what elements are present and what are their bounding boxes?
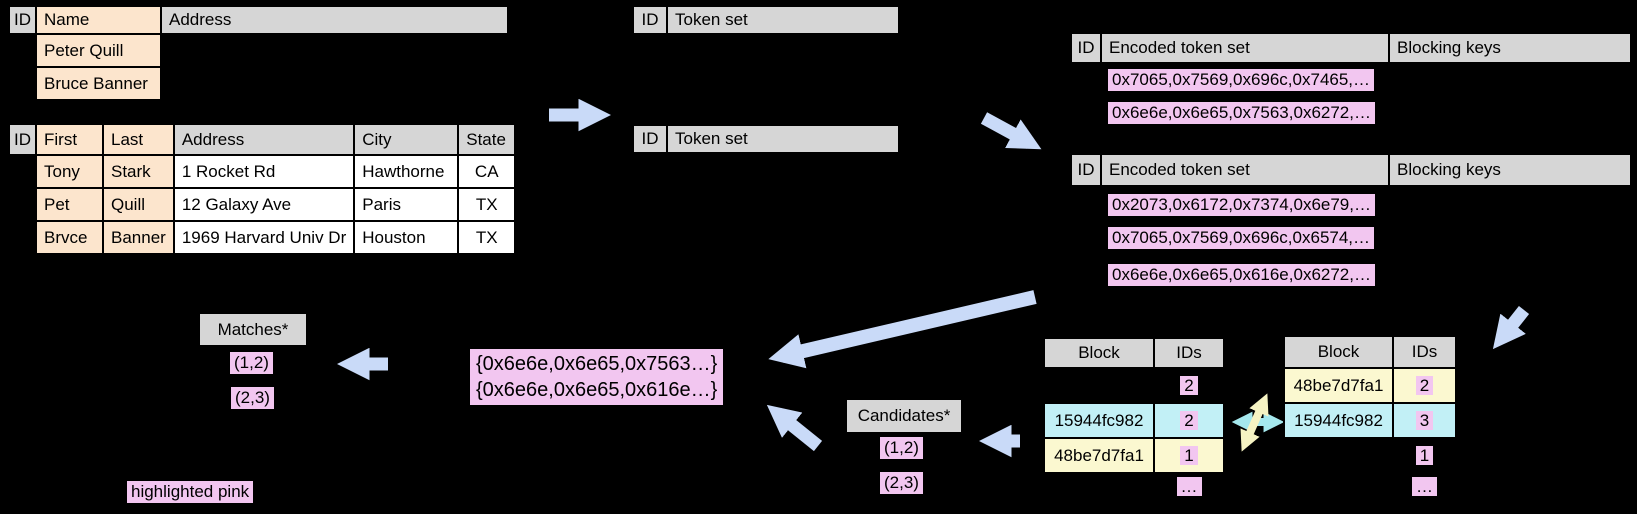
intersection-result: {0x6e6e,0x6e65,0x7563…} {0x6e6e,0x6e65,0…: [470, 349, 724, 405]
block-cell: 48be7d7fa1: [1283, 367, 1394, 404]
empty-cell: [8, 66, 37, 101]
arrow-compare-icon: [768, 290, 1037, 369]
empty-cell: [160, 66, 509, 101]
token-table-header-id: ID: [632, 124, 668, 154]
match-pair: (2,3): [231, 387, 274, 409]
encoded-row: 0x6e6e,0x6e65,0x7563,0x6272,…: [1108, 102, 1375, 124]
legend-highlighted-pink: highlighted pink: [127, 481, 254, 503]
intersection-line: {0x6e6e,0x6e65,0x7563…}: [476, 353, 718, 375]
arrow-encode-icon: [980, 112, 1042, 150]
id-value: 1: [1180, 445, 1198, 465]
source-table-a: ID Name Address Peter Quill Bruce Banner: [8, 5, 509, 101]
block-cell: 48be7d7fa1: [1043, 437, 1155, 474]
table-b-state-cell: CA: [457, 154, 517, 189]
encoded-table-header-encoded: Encoded token set: [1100, 32, 1390, 64]
ids-header: IDs: [1153, 337, 1225, 369]
table-b-header-last: Last: [102, 123, 175, 156]
id-value: 2: [1180, 375, 1198, 395]
table-b-address-cell: 1 Rocket Rd: [172, 154, 356, 189]
encoded-row: 0x7065,0x7569,0x696c,0x6574,…: [1108, 227, 1375, 249]
block-cell: 15944fc982: [1043, 402, 1155, 439]
table-a-header-address: Address: [160, 5, 509, 35]
ids-cell: 2: [1153, 367, 1225, 404]
encoded-table-header-encoded: Encoded token set: [1100, 153, 1390, 187]
candidate-pair: (2,3): [880, 472, 923, 494]
arrow-candidates-to-intersection-icon: [766, 404, 823, 452]
encoded-row: 0x7065,0x7569,0x696c,0x7465,…: [1108, 69, 1375, 91]
table-b-header-address: Address: [172, 123, 356, 156]
token-table-header-tokenset: Token set: [666, 124, 900, 154]
table-b-header-state: State: [457, 123, 517, 156]
id-value: …: [1412, 476, 1437, 496]
empty-cell: [8, 154, 37, 189]
id-value: …: [1176, 476, 1202, 496]
ids-cell: 2: [1392, 367, 1457, 404]
source-table-b: ID First Last Address City State Tony St…: [8, 123, 517, 255]
block-table-right: Block IDs 48be7d7fa1 2 15944fc982 3 1 …: [1283, 335, 1457, 501]
matches-title: Matches*: [198, 312, 308, 347]
ids-cell: 1: [1153, 437, 1225, 474]
table-a-name-cell: Peter Quill: [35, 33, 162, 68]
ids-header: IDs: [1392, 335, 1457, 369]
token-set-table-1: ID Token set: [632, 5, 900, 35]
table-a-header-id: ID: [8, 5, 37, 35]
encoded-table-2: ID Encoded token set Blocking keys: [1070, 153, 1632, 187]
id-value: 2: [1415, 375, 1434, 395]
table-b-first-cell: Tony: [35, 154, 104, 189]
block-cell: 15944fc982: [1283, 402, 1394, 439]
ids-cell: 2: [1153, 402, 1225, 439]
table-b-header-first: First: [35, 123, 104, 156]
empty-cell: [8, 187, 37, 222]
encoded-table-header-blocking: Blocking keys: [1388, 153, 1632, 187]
block-header: Block: [1043, 337, 1155, 369]
encoded-table-1: ID Encoded token set Blocking keys: [1070, 32, 1632, 64]
table-a-header-name: Name: [35, 5, 162, 35]
empty-cell: [160, 33, 509, 68]
table-b-first-cell: Brvce: [35, 220, 104, 255]
encoded-table-header-id: ID: [1070, 153, 1102, 187]
block-header: Block: [1283, 335, 1394, 369]
ids-cell: 3: [1392, 402, 1457, 439]
id-value: 1: [1415, 445, 1434, 465]
table-b-state-cell: TX: [457, 220, 517, 255]
token-set-table-2: ID Token set: [632, 124, 900, 154]
empty-cell: [1043, 472, 1155, 501]
ids-cell: …: [1392, 472, 1457, 501]
encoded-table-header-id: ID: [1070, 32, 1102, 64]
table-b-address-cell: 1969 Harvard Univ Dr: [172, 220, 356, 255]
ids-cell: …: [1153, 472, 1225, 501]
empty-cell: [1283, 437, 1394, 474]
empty-cell: [1283, 472, 1394, 501]
table-b-city-cell: Hawthorne: [353, 154, 460, 189]
token-table-header-tokenset: Token set: [666, 5, 900, 35]
encoded-row: 0x6e6e,0x6e65,0x616e,0x6272,…: [1108, 264, 1375, 286]
table-b-last-cell: Quill: [102, 187, 175, 222]
table-b-city-cell: Paris: [353, 187, 460, 222]
encoded-table-header-blocking: Blocking keys: [1388, 32, 1632, 64]
ids-cell: 1: [1392, 437, 1457, 474]
match-pair: (1,2): [230, 352, 273, 374]
encoded-row: 0x2073,0x6172,0x7374,0x6e79,…: [1108, 194, 1375, 216]
empty-cell: [8, 33, 37, 68]
empty-cell: [1043, 367, 1155, 404]
empty-cell: [8, 220, 37, 255]
table-b-header-city: City: [353, 123, 460, 156]
yellow-block-match-arrow-icon: [1240, 393, 1269, 452]
table-a-name-cell: Bruce Banner: [35, 66, 162, 101]
candidate-pair: (1,2): [880, 437, 923, 459]
id-value: 3: [1415, 410, 1434, 430]
table-b-header-id: ID: [8, 123, 37, 156]
table-b-state-cell: TX: [457, 187, 517, 222]
id-value: 2: [1180, 410, 1198, 430]
arrow-into-right-block-icon: [1492, 305, 1530, 350]
token-table-header-id: ID: [632, 5, 668, 35]
intersection-line: {0x6e6e,0x6e65,0x616e…}: [476, 379, 718, 401]
table-b-last-cell: Banner: [102, 220, 175, 255]
table-b-address-cell: 12 Galaxy Ave: [172, 187, 356, 222]
table-b-city-cell: Houston: [353, 220, 460, 255]
block-table-left: Block IDs 2 15944fc982 2 48be7d7fa1 1 …: [1043, 337, 1225, 501]
table-b-last-cell: Stark: [102, 154, 175, 189]
candidates-title: Candidates*: [845, 398, 963, 434]
table-b-first-cell: Pet: [35, 187, 104, 222]
